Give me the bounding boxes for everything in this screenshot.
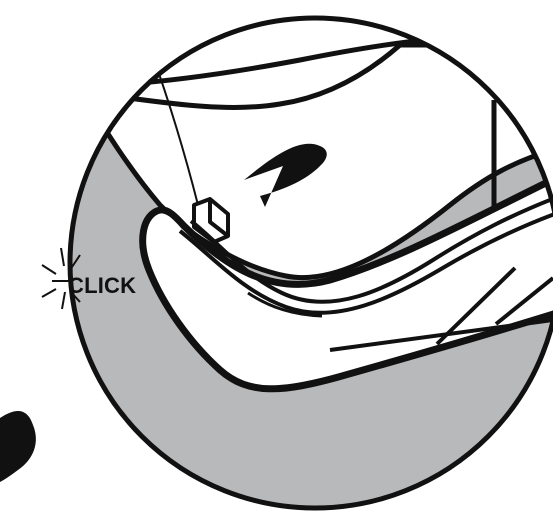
outside-black-shape (0, 411, 36, 482)
magnified-inset (60, 10, 553, 510)
click-label: CLICK (68, 273, 136, 298)
